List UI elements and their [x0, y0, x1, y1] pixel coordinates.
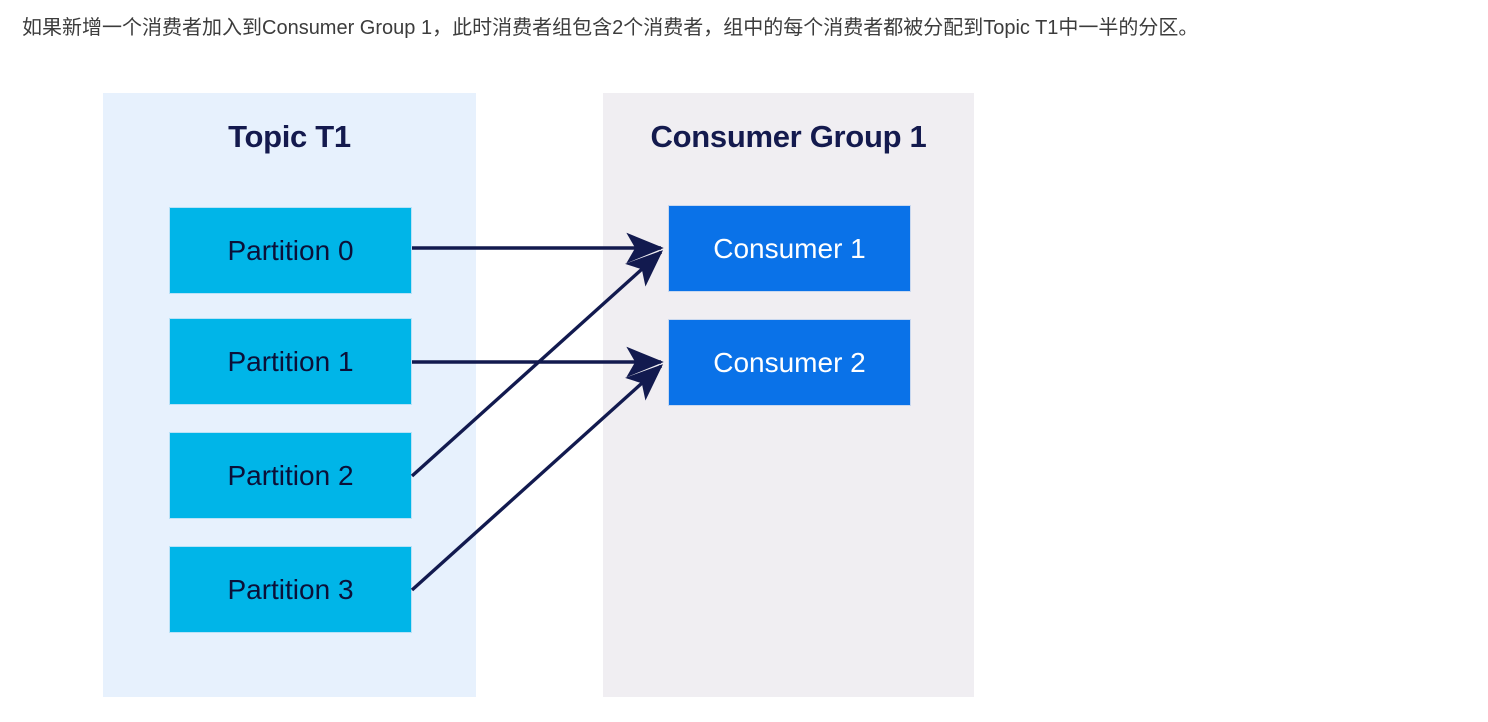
- consumer-node-1[interactable]: Consumer 1: [668, 205, 911, 292]
- partition-node-3[interactable]: Partition 3: [169, 546, 412, 633]
- partition-node-0[interactable]: Partition 0: [169, 207, 412, 294]
- caption-text: 如果新增一个消费者加入到Consumer Group 1，此时消费者组包含2个消…: [22, 17, 1199, 39]
- topic-panel-title: Topic T1: [228, 119, 351, 154]
- consumer-group-panel-title: Consumer Group 1: [650, 119, 927, 154]
- partition-node-2[interactable]: Partition 2: [169, 432, 412, 519]
- consumer-node-2[interactable]: Consumer 2: [668, 319, 911, 406]
- partition-node-1[interactable]: Partition 1: [169, 318, 412, 405]
